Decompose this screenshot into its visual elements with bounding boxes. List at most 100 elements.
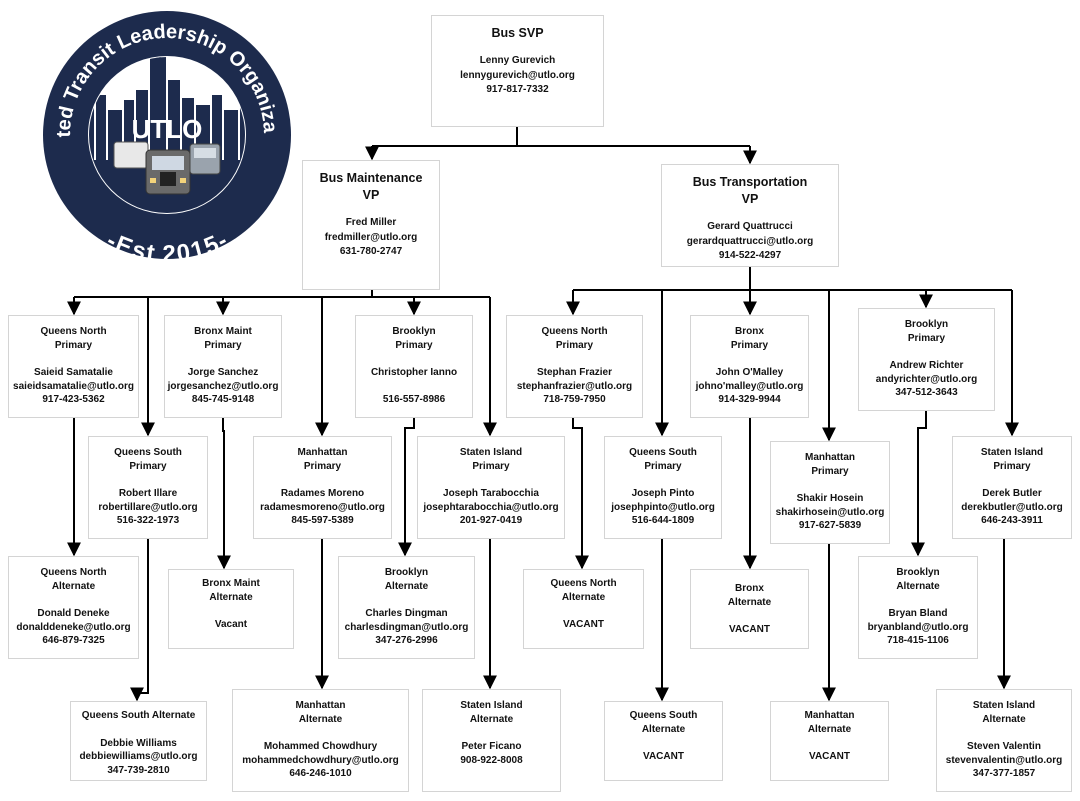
node-title-line: Staten Island (972, 700, 1036, 711)
node-detail-line: VACANT (563, 619, 604, 630)
node-title-line: Primary (54, 339, 93, 351)
node-title-line: Alternate (982, 713, 1026, 725)
node-detail-line: Mohammed Chowdhury (263, 741, 378, 752)
node-title-line: Bronx (735, 326, 764, 337)
node-detail-line: josephpinto@utlo.org (611, 501, 715, 513)
node-title-line: Staten Island (980, 447, 1044, 458)
node-title-line: Brooklyn (904, 319, 949, 330)
node-spacer (423, 726, 560, 740)
connector-to-t-bk-a (911, 411, 927, 557)
node-title-line: Queens North (550, 578, 617, 589)
node-detail-line: 631-780-2747 (339, 246, 403, 257)
node-spacer (953, 473, 1071, 487)
node-title-line: Bus Transportation (692, 175, 808, 189)
node-spacer (524, 604, 643, 618)
node-detail-line: robertillare@utlo.org (98, 501, 198, 513)
node-title-line: Alternate (807, 723, 852, 735)
node-detail-line: 718-415-1106 (887, 635, 949, 646)
node-detail-line: 347-276-2996 (375, 635, 438, 646)
node-title-line: Alternate (384, 580, 429, 592)
logo-center-text: UTLO (132, 114, 203, 144)
node-spacer (691, 609, 808, 623)
node-spacer (339, 593, 474, 607)
node-detail-line: charlesdingman@utlo.org (344, 621, 469, 633)
node-detail-line: Debbie Williams (100, 737, 177, 749)
connector-to-m-bk-a (398, 418, 415, 557)
node-detail-line: stevenvalentin@utlo.org (945, 754, 1063, 766)
node-detail-line: Shakir Hosein (796, 493, 864, 504)
node-detail-line: VACANT (809, 751, 850, 762)
node-title-line: Brooklyn (392, 326, 436, 337)
node-spacer (771, 736, 888, 750)
node-detail-line: josephtarabocchia@utlo.org (423, 501, 559, 513)
node-detail-line: Derek Butler (982, 488, 1042, 499)
node-title-line: Queens North (541, 326, 608, 337)
node-detail-line: John O'Malley (715, 367, 784, 378)
node-spacer (507, 352, 642, 366)
node-detail-line: johno'malley@utlo.org (695, 380, 804, 392)
node-title-line: Manhattan (804, 710, 855, 721)
node-spacer (605, 736, 722, 750)
node-detail-line: saieidsamatalie@utlo.org (13, 380, 134, 392)
node-title-line: Brooklyn (896, 567, 940, 578)
node-title-line: Primary (129, 460, 167, 472)
node-spacer (356, 352, 472, 366)
node-title-line: Alternate (727, 596, 772, 608)
connector-to-m-bx-a (217, 418, 231, 570)
connector-svp-vps (372, 127, 750, 147)
node-detail-line: 646-246-1010 (289, 768, 352, 779)
node-title-line: Bronx (735, 583, 764, 594)
node-detail-line: Charles Dingman (365, 608, 448, 619)
node-title-line: Queens South (629, 710, 698, 721)
node-detail-line: bryanbland@utlo.org (867, 621, 969, 633)
node-title-line: Primary (730, 339, 769, 351)
node-title-line: Staten Island (459, 447, 523, 458)
utlo-logo: UTLO United Transit Leadership Organizat… (42, 10, 291, 260)
node-detail-line: 914-329-9944 (718, 394, 781, 405)
node-title-line: Queens North (40, 567, 107, 578)
node-detail-line: andyrichter@utlo.org (875, 373, 978, 385)
node-detail-line: VACANT (729, 624, 770, 635)
node-title-line: Alternate (298, 713, 343, 725)
connector-trans-bus (573, 267, 1012, 291)
node-detail-line: Vacant (214, 619, 248, 630)
node-detail-line: Radames Moreno (280, 488, 365, 499)
node-detail-line: Jorge Sanchez (187, 367, 259, 378)
node-spacer (9, 593, 138, 607)
node-detail-line: Lenny Gurevich (479, 55, 556, 66)
node-detail-line: Joseph Tarabocchia (443, 488, 539, 499)
node-detail-line: 516-557-8986 (382, 394, 446, 405)
node-title-line: Queens South Alternate (81, 710, 196, 721)
node-detail-line: 917-423-5362 (42, 394, 105, 405)
node-detail-line: 718-759-7950 (543, 394, 606, 405)
node-detail-line: 516-644-1809 (631, 515, 695, 526)
node-title-line: Manhattan (805, 452, 855, 463)
node-detail-line: Fred Miller (345, 217, 397, 228)
node-detail-line: 347-739-2810 (107, 764, 170, 776)
node-detail-line: 347-377-1857 (972, 768, 1036, 779)
node-detail-line: Donald Deneke (37, 608, 110, 619)
node-title-line: Alternate (51, 580, 96, 592)
node-detail-line: 646-243-3911 (981, 515, 1043, 526)
node-detail-line: 516-322-1973 (116, 515, 180, 526)
node-detail-line: Bryan Bland (888, 608, 948, 619)
node-spacer (859, 345, 994, 359)
node-detail-line: gerardquattrucci@utlo.org (686, 235, 814, 247)
connector-to-m-qs-a (130, 539, 149, 702)
node-detail-line: 201-927-0419 (459, 515, 523, 526)
node-spacer (303, 204, 439, 216)
node-title-line: Primary (472, 460, 510, 472)
